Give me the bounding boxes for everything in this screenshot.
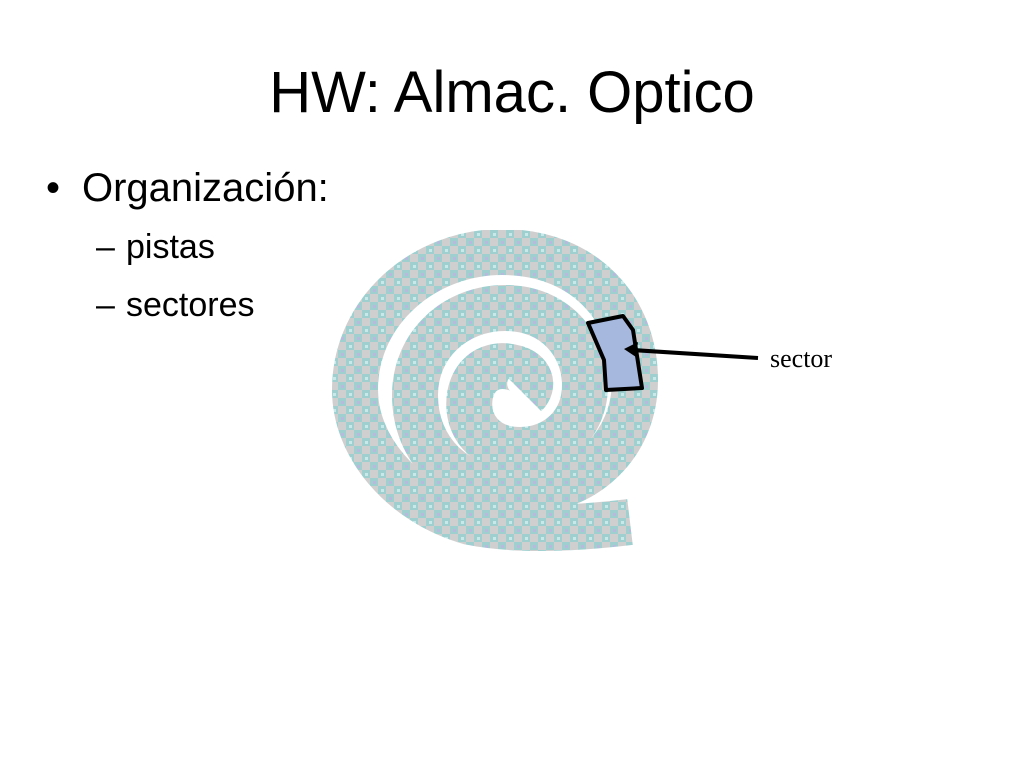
bullet-item-organizacion: • Organización: – pistas – sectores — [46, 162, 329, 334]
bullet-list: • Organización: – pistas – sectores — [46, 162, 329, 334]
sub-bullet-item-pistas: – pistas — [96, 218, 329, 276]
dash-marker: – — [96, 286, 115, 324]
sub-bullet-item-sectores: – sectores — [96, 276, 329, 334]
dash-marker: – — [96, 228, 115, 266]
sub-bullet-text: pistas — [126, 228, 215, 266]
bullet-text: Organización: — [82, 166, 329, 210]
sub-bullet-text: sectores — [126, 286, 255, 324]
sector-label: sector — [770, 344, 833, 373]
sector-shape — [586, 314, 644, 392]
sub-bullet-list: – pistas – sectores — [46, 218, 329, 334]
sector-pointer-arrow — [624, 342, 759, 360]
spiral-track — [331, 230, 659, 552]
slide-title: HW: Almac. Optico — [269, 60, 755, 125]
bullet-marker: • — [46, 166, 61, 210]
optical-disc-spiral-diagram — [331, 230, 659, 552]
